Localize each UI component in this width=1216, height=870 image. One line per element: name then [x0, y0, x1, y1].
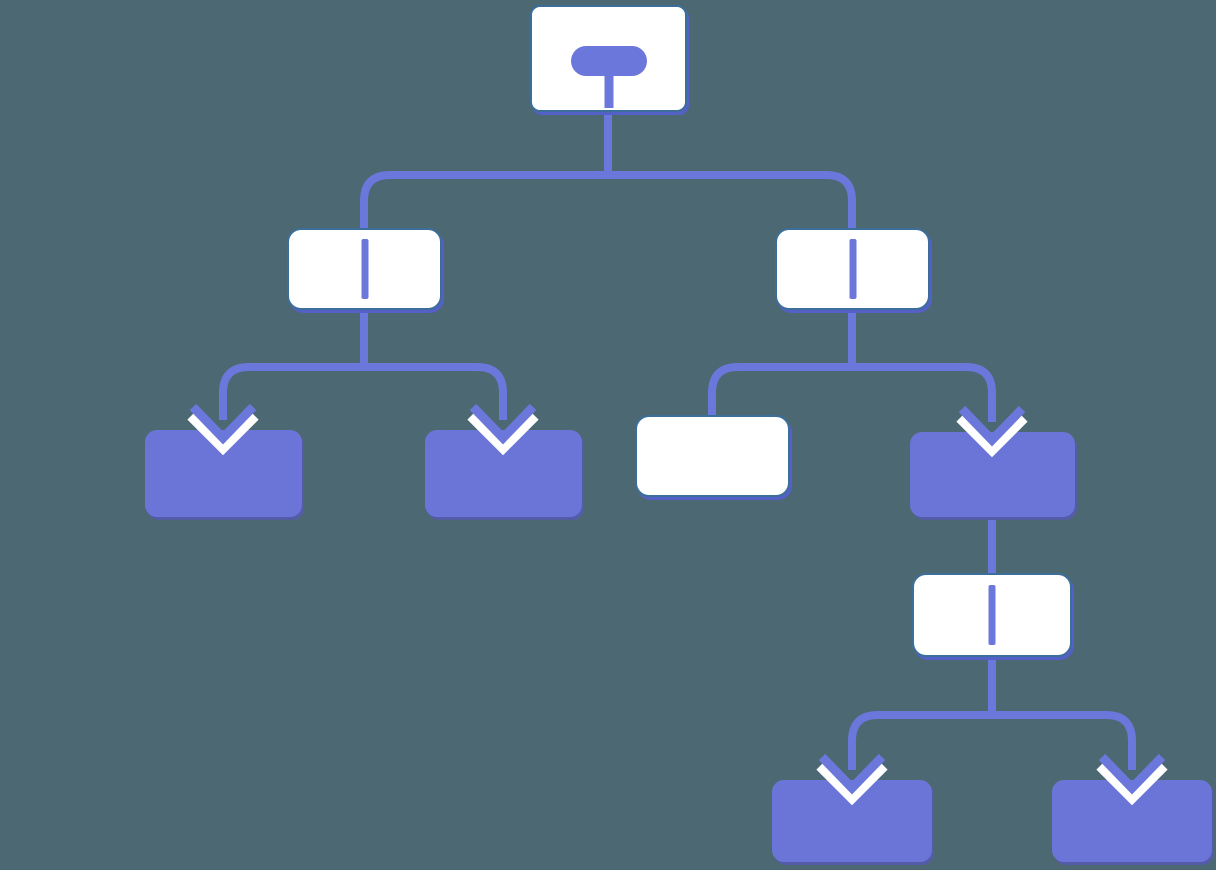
- node-branch-left[interactable]: [287, 228, 442, 310]
- sequence-divider-icon: [361, 239, 368, 299]
- node-branch-right[interactable]: [775, 228, 930, 310]
- node-node-right-2[interactable]: [910, 432, 1075, 517]
- node-leaf-left-1[interactable]: [145, 430, 302, 517]
- sequence-divider-icon: [849, 239, 856, 299]
- root-pill-stem: [604, 74, 613, 108]
- node-branch-bottom[interactable]: [912, 573, 1072, 657]
- node-leaf-left-2[interactable]: [425, 430, 582, 517]
- node-leaf-bottom-1[interactable]: [772, 780, 932, 862]
- node-root[interactable]: [530, 5, 687, 112]
- root-node-icon: [570, 46, 647, 76]
- node-leaf-right-open[interactable]: [635, 415, 790, 497]
- sequence-divider-icon: [988, 585, 996, 645]
- node-leaf-bottom-2[interactable]: [1052, 780, 1212, 862]
